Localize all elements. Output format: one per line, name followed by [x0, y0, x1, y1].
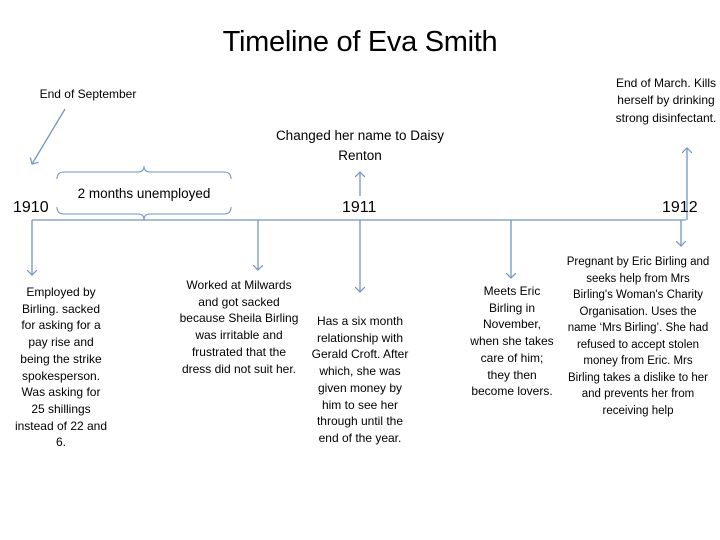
year-1911: 1911	[342, 199, 377, 216]
year-1912: 1912	[662, 199, 698, 216]
event-pregnant: Pregnant by Eric Birling and seeks help …	[566, 256, 710, 417]
event-gerald-croft: Has a six month relationship with Gerald…	[311, 314, 409, 445]
unemployed-label: 2 months unemployed	[77, 186, 211, 201]
event-employed-by-birling: Employed by Birling. sacked for asking f…	[14, 285, 108, 450]
end-of-september-label: End of September	[39, 87, 137, 101]
name-change-label: Changed her name to Daisy Renton	[275, 128, 445, 163]
page-title: Timeline of Eva Smith	[222, 26, 498, 58]
end-of-march-label: End of March. Kills herself by drinking …	[615, 76, 717, 125]
event-meets-eric: Meets Eric Birling in November, when she…	[470, 284, 554, 399]
event-milwards: Worked at Milwards and got sacked becaus…	[179, 278, 299, 376]
year-1910: 1910	[13, 199, 49, 216]
brace-top	[56, 165, 232, 180]
brace-bottom	[56, 206, 232, 221]
arrow-end-of-september	[32, 108, 66, 164]
